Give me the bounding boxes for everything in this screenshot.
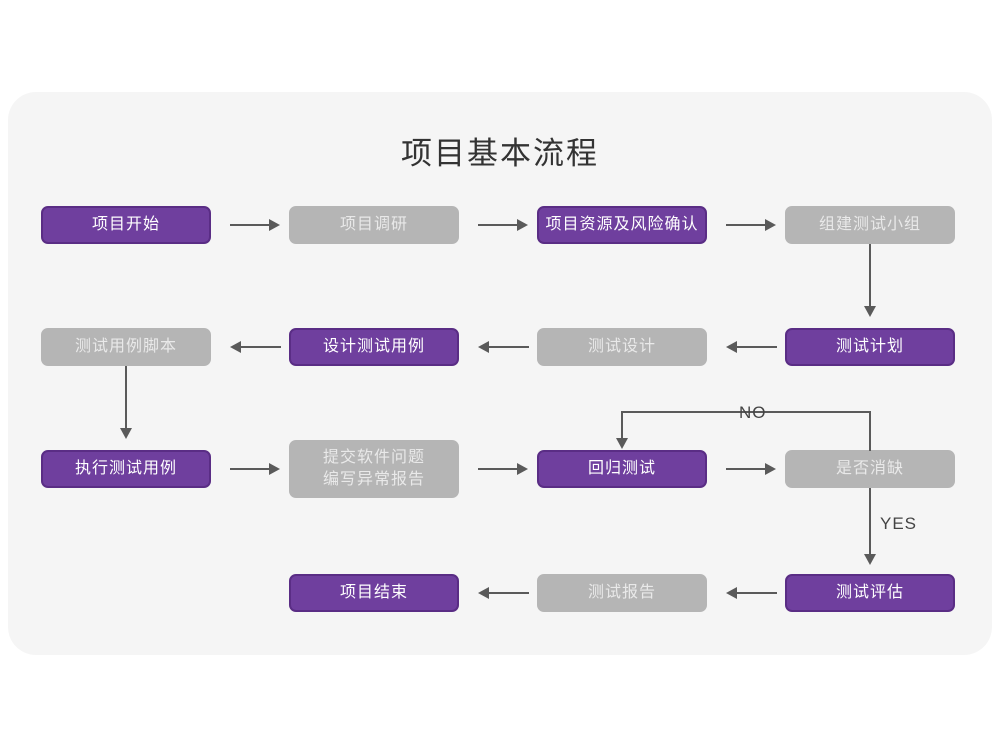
connector-n6-n7 — [487, 346, 529, 348]
arrowhead-n4-n5 — [864, 306, 876, 317]
connector-n14-n15 — [487, 592, 529, 594]
arrowhead-n3-n4 — [765, 219, 776, 231]
connector-n10-n11 — [478, 468, 520, 470]
connector-n4-n5 — [869, 244, 871, 310]
node-regression-test[interactable]: 回归测试 — [537, 450, 707, 488]
connector-no-loop-left-drop — [621, 411, 623, 441]
node-project-research[interactable]: 项目调研 — [289, 206, 459, 244]
page-title: 项目基本流程 — [401, 136, 599, 171]
arrowhead-n13-n14 — [726, 587, 737, 599]
connector-n9-n10 — [230, 468, 272, 470]
arrowhead-n10-n11 — [517, 463, 528, 475]
arrowhead-n8-n9 — [120, 428, 132, 439]
arrowhead-n9-n10 — [269, 463, 280, 475]
connector-no-loop-right-riser — [869, 411, 871, 451]
connector-n7-n8 — [239, 346, 281, 348]
connector-no-loop-top — [621, 411, 870, 413]
connector-n13-n14 — [735, 592, 777, 594]
node-design-test-case[interactable]: 设计测试用例 — [289, 328, 459, 366]
arrowhead-n14-n15 — [478, 587, 489, 599]
node-submit-issue-report[interactable]: 提交软件问题 编写异常报告 — [289, 440, 459, 498]
arrowhead-n7-n8 — [230, 341, 241, 353]
node-test-design[interactable]: 测试设计 — [537, 328, 707, 366]
node-resource-risk-confirm[interactable]: 项目资源及风险确认 — [537, 206, 707, 244]
node-test-case-script[interactable]: 测试用例脚本 — [41, 328, 211, 366]
arrowhead-n11-n12 — [765, 463, 776, 475]
connector-n1-n2 — [230, 224, 272, 226]
arrowhead-n5-n6 — [726, 341, 737, 353]
connector-n8-n9 — [125, 366, 127, 432]
node-project-end[interactable]: 项目结束 — [289, 574, 459, 612]
flowchart-card: 项目基本流程 项目开始 项目调研 项目资源及风险确认 组建测试小组 测试用例脚本… — [8, 92, 992, 655]
node-build-test-team[interactable]: 组建测试小组 — [785, 206, 955, 244]
node-test-report[interactable]: 测试报告 — [537, 574, 707, 612]
arrowhead-yes-branch — [864, 554, 876, 565]
node-project-start[interactable]: 项目开始 — [41, 206, 211, 244]
connector-n5-n6 — [735, 346, 777, 348]
connector-n2-n3 — [478, 224, 520, 226]
node-test-evaluation[interactable]: 测试评估 — [785, 574, 955, 612]
connector-n11-n12 — [726, 468, 768, 470]
connector-n3-n4 — [726, 224, 768, 226]
edge-label-yes: YES — [880, 514, 918, 533]
node-test-plan[interactable]: 测试计划 — [785, 328, 955, 366]
node-execute-test-case[interactable]: 执行测试用例 — [41, 450, 211, 488]
edge-label-no: NO — [739, 403, 767, 422]
arrowhead-n2-n3 — [517, 219, 528, 231]
connector-yes-branch — [869, 488, 871, 558]
arrowhead-n1-n2 — [269, 219, 280, 231]
arrowhead-no-loop — [616, 438, 628, 449]
node-defect-cleared-decision[interactable]: 是否消缺 — [785, 450, 955, 488]
arrowhead-n6-n7 — [478, 341, 489, 353]
